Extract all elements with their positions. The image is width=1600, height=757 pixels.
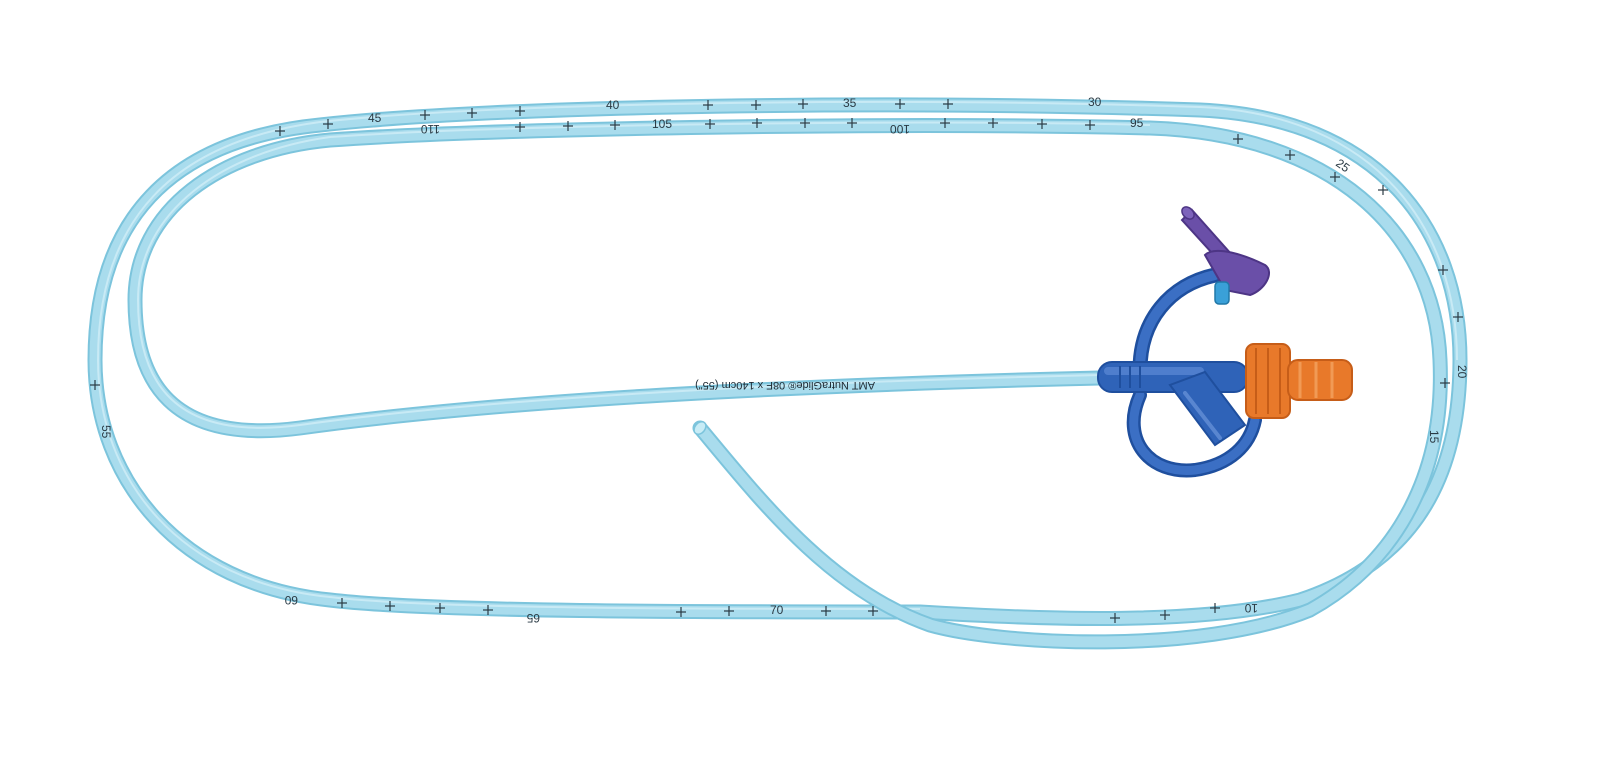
tube-depth-markings: 45 40 35 30 25 20 15 10 70 65 60 55 110 … [99, 95, 1469, 625]
mark-inner-2: 100 [890, 122, 910, 136]
mark-outer-10: 60 [284, 593, 298, 607]
mark-outer-1: 40 [606, 98, 620, 112]
mark-outer-5: 20 [1455, 365, 1469, 379]
mark-outer-6: 15 [1427, 430, 1441, 444]
mark-inner-0: 110 [421, 122, 440, 136]
mark-inner-3: 95 [1130, 116, 1144, 130]
mark-outer-8: 70 [770, 603, 784, 617]
mark-outer-7: 10 [1244, 601, 1258, 615]
y-connector-hub [1097, 267, 1262, 478]
mark-outer-3: 30 [1088, 95, 1102, 109]
product-print-label: AMT NutraGlide® 08F x 140cm (55") [695, 379, 875, 391]
mark-outer-11: 55 [99, 425, 113, 439]
enfit-cap [1245, 343, 1353, 419]
mark-outer-0: 45 [368, 111, 382, 125]
outer-tick-marks [90, 99, 1463, 623]
inner-tick-marks [515, 118, 1243, 144]
mark-outer-2: 35 [843, 96, 857, 110]
medication-port [1180, 206, 1270, 305]
mark-inner-1: 105 [652, 117, 672, 131]
mark-outer-9: 65 [526, 611, 540, 625]
inner-tube-loop [127, 118, 1448, 650]
